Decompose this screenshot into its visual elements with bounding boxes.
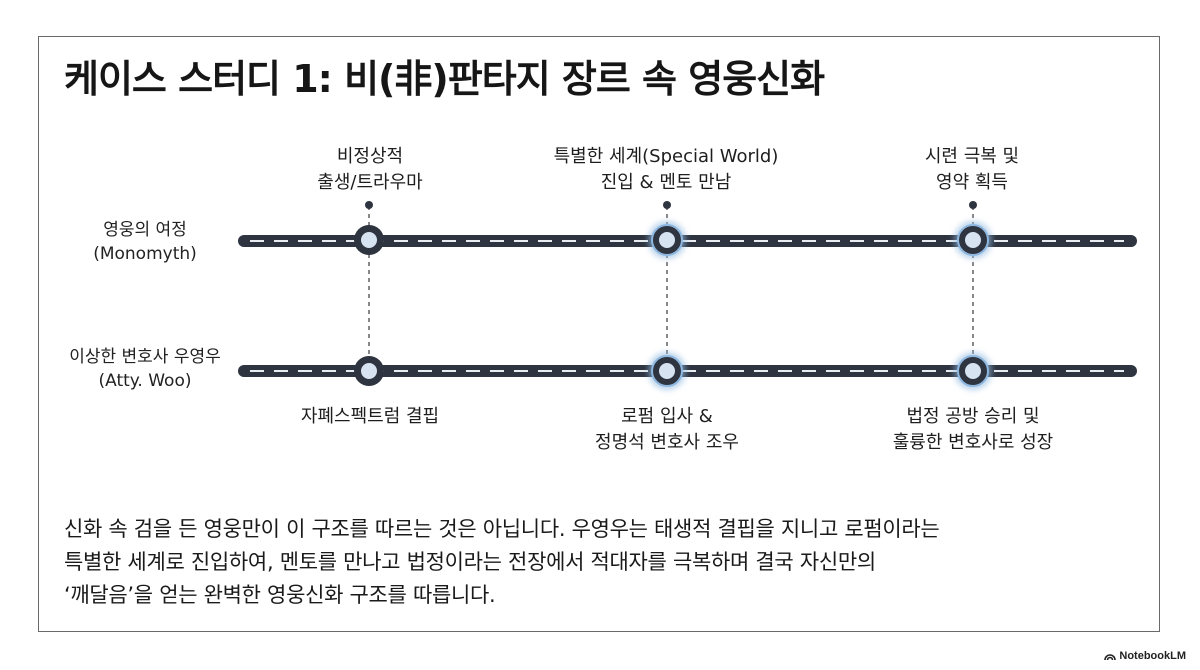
connector-dot bbox=[365, 201, 373, 209]
slide-frame bbox=[38, 36, 1160, 632]
stage-line1: 시련 극복 및 bbox=[924, 146, 1020, 167]
row-label-line1: 이상한 변호사 우영우 bbox=[69, 347, 221, 367]
node-atty-woo-2 bbox=[648, 352, 686, 390]
node-monomyth-2 bbox=[648, 221, 686, 259]
page-title: 케이스 스터디 1: 비(非)판타지 장르 속 영웅신화 bbox=[64, 57, 825, 101]
row-label-line1: 영웅의 여정 bbox=[103, 220, 187, 240]
row-label-monomyth: 영웅의 여정 (Monomyth) bbox=[80, 218, 210, 266]
branding-label: NotebookLM bbox=[1119, 650, 1186, 662]
stage-line2: 출생/트라우마 bbox=[317, 172, 423, 193]
node-monomyth-3 bbox=[954, 221, 992, 259]
stage-line1: 비정상적 bbox=[336, 146, 404, 167]
row-label-line2: (Monomyth) bbox=[93, 244, 197, 264]
stage-line1: 로펌 입사 & bbox=[621, 406, 713, 427]
stage-bottom-1: 자폐스펙트럼 결핍 bbox=[260, 404, 480, 430]
stage-top-3: 시련 극복 및 영약 획득 bbox=[872, 144, 1072, 196]
stage-line1: 법정 공방 승리 및 bbox=[906, 406, 1040, 427]
description-text: 신화 속 검을 든 영웅만이 이 구조를 따르는 것은 아닙니다. 우영우는 태… bbox=[64, 513, 1144, 612]
connector-top-dots bbox=[365, 201, 977, 209]
stage-line2: 영약 획득 bbox=[936, 172, 1008, 193]
node-atty-woo-1 bbox=[354, 356, 384, 386]
stage-top-1: 비정상적 출생/트라우마 bbox=[270, 144, 470, 196]
stage-line1: 특별한 세계(Special World) bbox=[553, 146, 779, 167]
description-line: ‘깨달음’을 얻는 완벽한 영웅신화 구조를 따릅니다. bbox=[64, 583, 496, 607]
stage-line1: 자폐스펙트럼 결핍 bbox=[300, 406, 440, 427]
node-monomyth-1 bbox=[354, 225, 384, 255]
row-label-atty-woo: 이상한 변호사 우영우 (Atty. Woo) bbox=[48, 345, 242, 393]
node-atty-woo-3 bbox=[954, 352, 992, 390]
notebooklm-branding: NotebookLM bbox=[1104, 650, 1186, 662]
row-label-line2: (Atty. Woo) bbox=[98, 371, 192, 391]
stage-line2: 훌륭한 변호사로 성장 bbox=[892, 432, 1054, 453]
stage-top-2: 특별한 세계(Special World) 진입 & 멘토 만남 bbox=[516, 144, 816, 196]
connector-dot bbox=[969, 201, 977, 209]
description-line: 특별한 세계로 진입하여, 멘토를 만나고 법정이라는 전장에서 적대자를 극복… bbox=[64, 550, 876, 574]
stage-line2: 진입 & 멘토 만남 bbox=[600, 172, 732, 193]
stage-bottom-3: 법정 공방 승리 및 훌륭한 변호사로 성장 bbox=[853, 404, 1093, 456]
description-line: 신화 속 검을 든 영웅만이 이 구조를 따르는 것은 아닙니다. 우영우는 태… bbox=[64, 517, 940, 541]
notebooklm-logo-icon bbox=[1104, 654, 1117, 661]
stage-line2: 정명석 변호사 조우 bbox=[595, 432, 739, 453]
stage-bottom-2: 로펌 입사 & 정명석 변호사 조우 bbox=[547, 404, 787, 456]
connector-dot bbox=[663, 201, 671, 209]
